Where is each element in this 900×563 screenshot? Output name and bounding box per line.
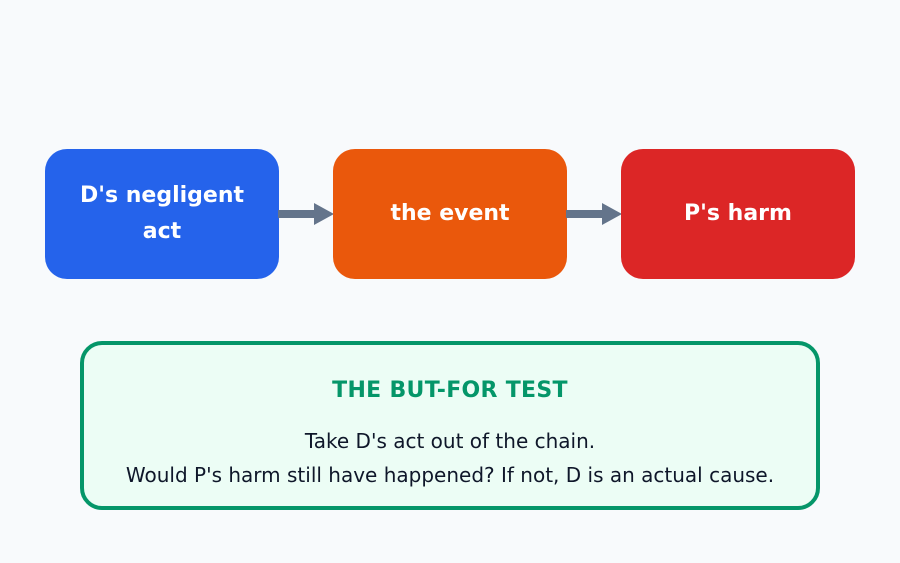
arrow-right-icon <box>278 203 334 225</box>
test-line: Would P's harm still have happened? If n… <box>125 463 775 487</box>
node-label: P's harm <box>684 201 792 226</box>
arrow-shaft <box>566 210 604 218</box>
test-line: Take D's act out of the chain. <box>304 429 596 453</box>
arrow-right-icon <box>566 203 622 225</box>
arrow-head <box>314 203 334 225</box>
node-harm: P's harm <box>621 149 855 279</box>
arrow-shaft <box>278 210 316 218</box>
node-event: the event <box>333 149 567 279</box>
node-label: the event <box>390 201 510 226</box>
test-title: THE BUT-FOR TEST <box>332 378 568 403</box>
node-negligent-act: D's negligent act <box>45 149 279 279</box>
but-for-test-box: THE BUT-FOR TEST Take D's act out of the… <box>80 341 820 510</box>
node-label: D's negligent act <box>79 183 244 244</box>
arrow-head <box>602 203 622 225</box>
